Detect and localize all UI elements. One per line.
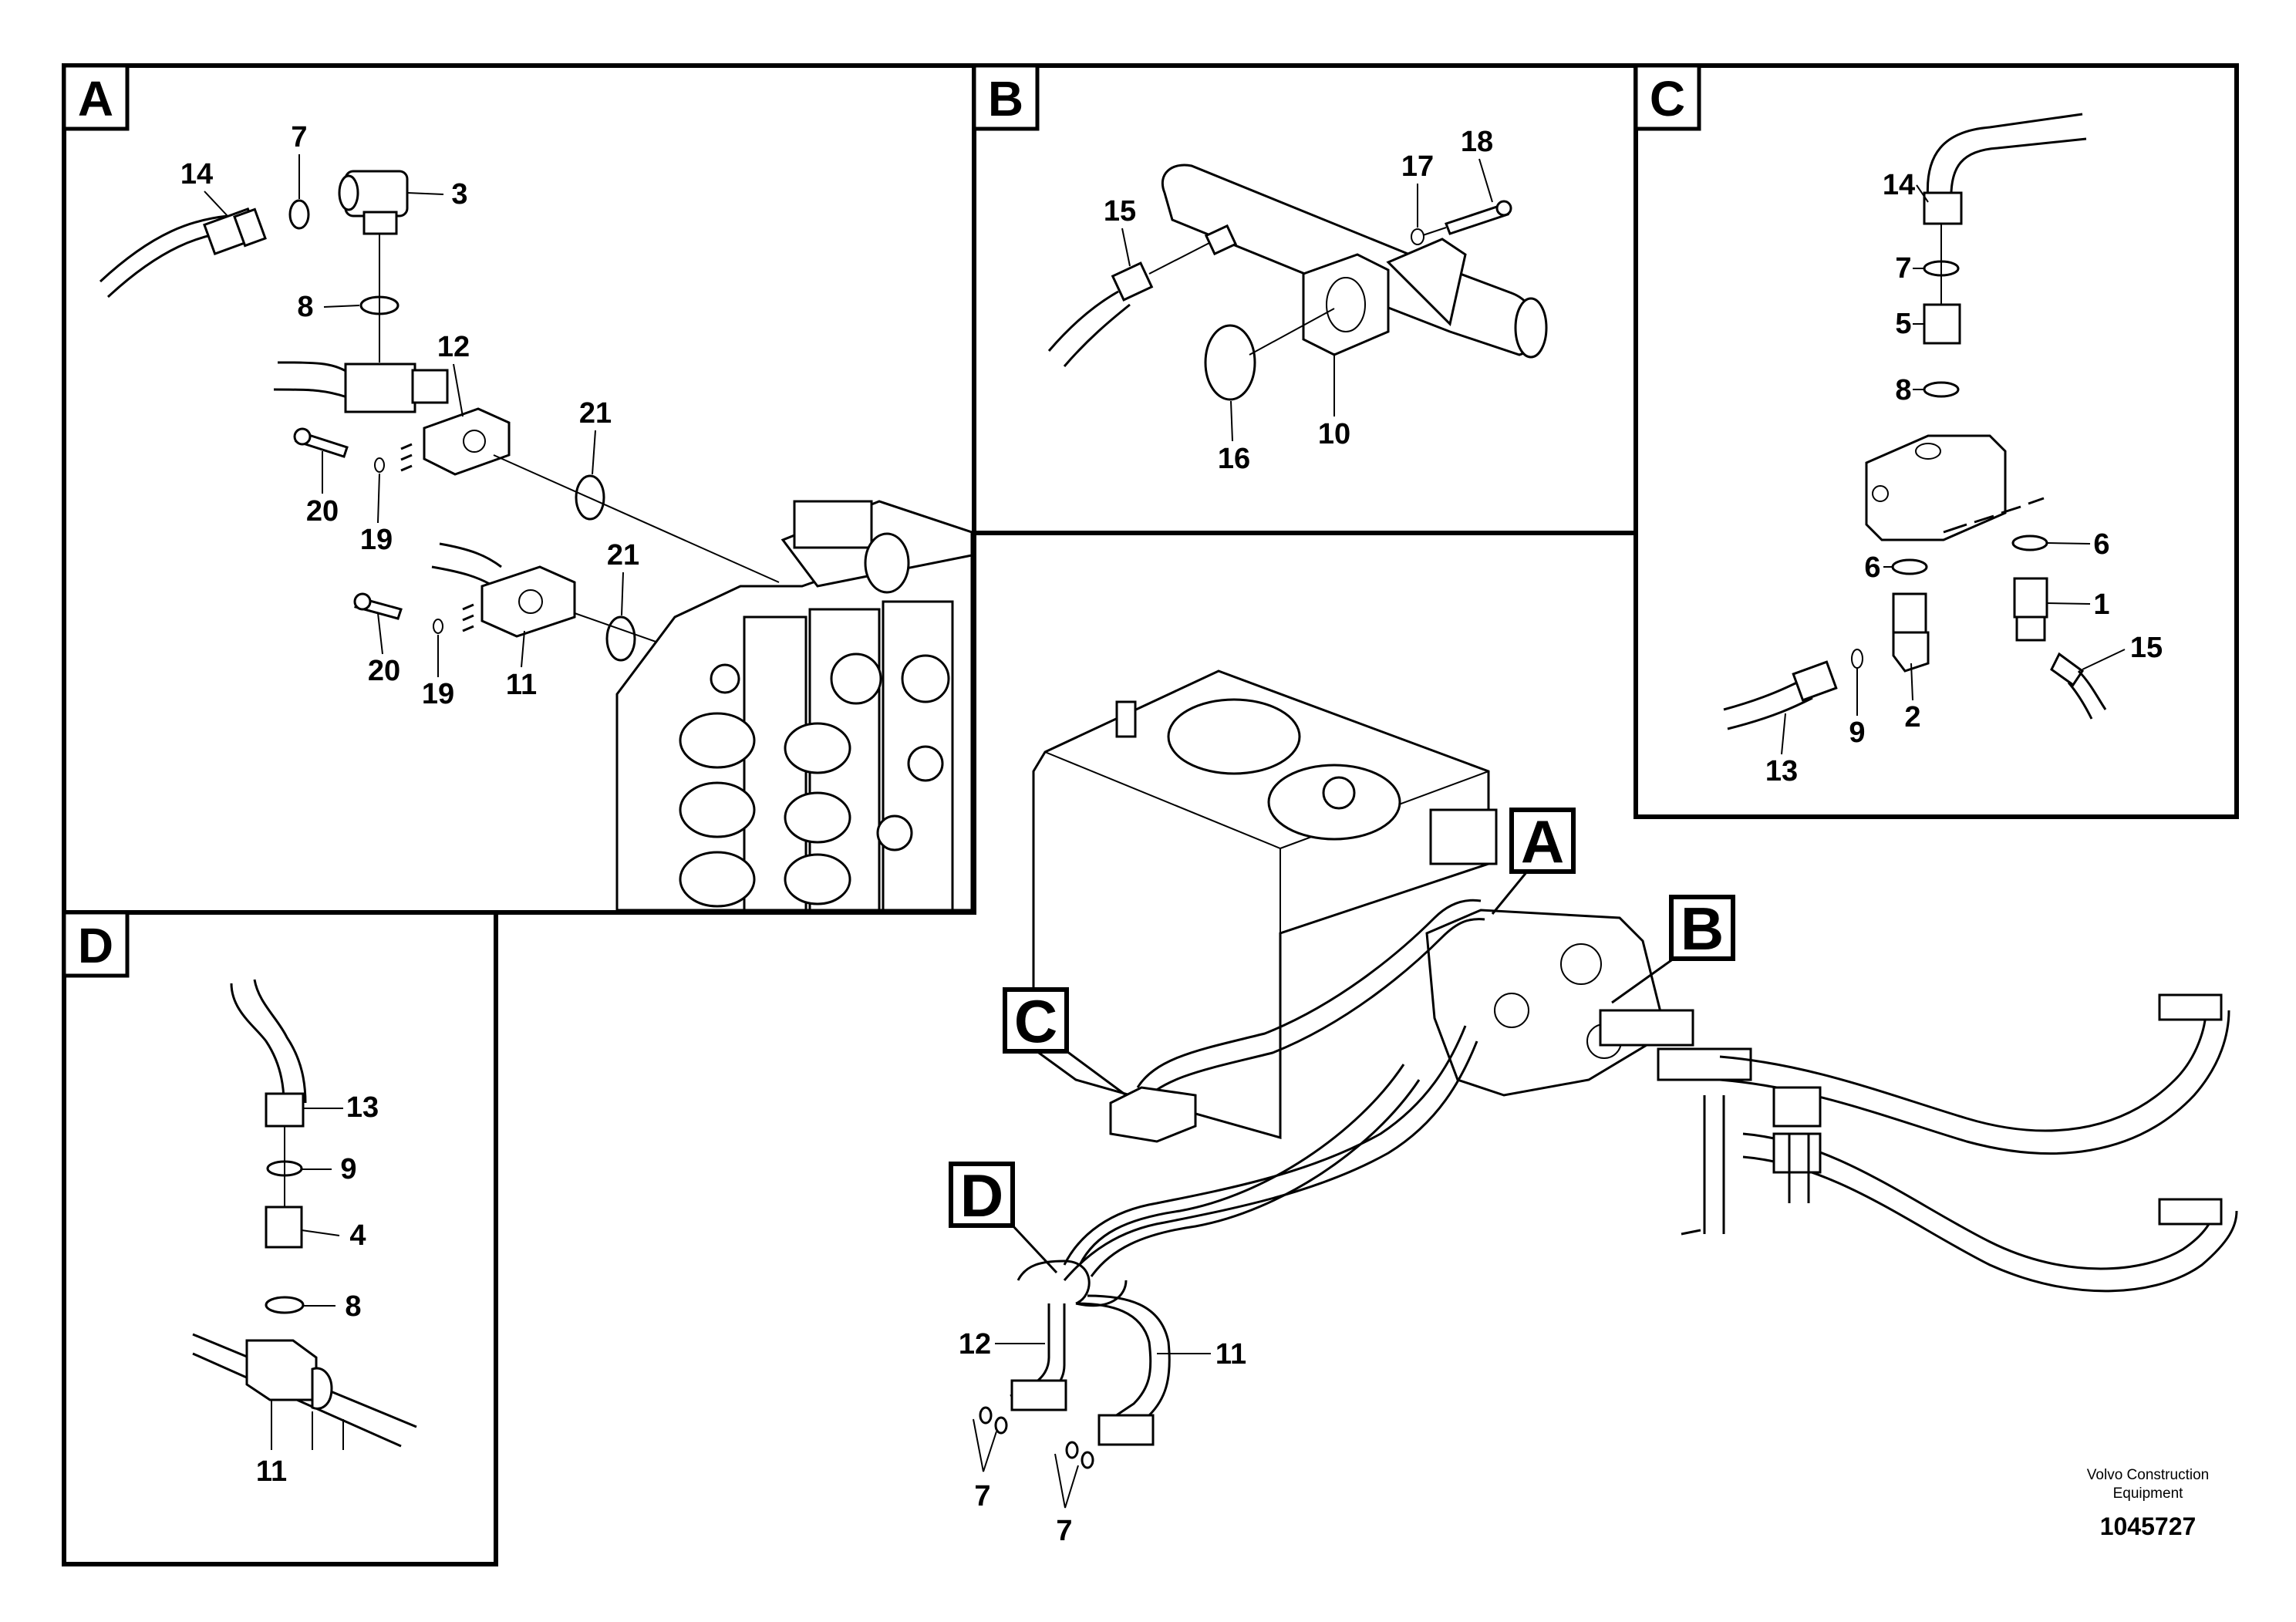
ref-d: D	[960, 1162, 1003, 1229]
panel-c-label: C	[1650, 71, 1685, 126]
ref-b: B	[1681, 895, 1724, 963]
panel-a-label: A	[78, 71, 113, 126]
callout-12: 12	[437, 331, 470, 363]
callout-11: 11	[256, 1455, 287, 1488]
ref-a: A	[1521, 808, 1564, 875]
callout-12: 12	[959, 1328, 991, 1361]
callout-7-left: 7	[974, 1480, 990, 1512]
panel-b: B 17 18 15 16 10	[972, 63, 1638, 535]
company-name-line2: Equipment	[2113, 1485, 2184, 1502]
company-name-line1: Volvo Construction	[2087, 1467, 2209, 1483]
callout-19-lower: 19	[422, 678, 454, 710]
callout-13: 13	[1765, 755, 1798, 787]
callout-21-lower: 21	[607, 539, 639, 572]
callout-2: 2	[1904, 701, 1920, 733]
callout-21-upper: 21	[579, 397, 612, 430]
callout-19-upper: 19	[360, 524, 393, 556]
callout-11: 11	[506, 669, 537, 701]
callout-1: 1	[2093, 588, 2109, 621]
callout-14: 14	[1883, 169, 1915, 201]
ref-c: C	[1014, 987, 1057, 1055]
callout-9: 9	[340, 1153, 356, 1185]
callout-9: 9	[1849, 717, 1865, 749]
callout-8: 8	[345, 1290, 361, 1323]
callout-7: 7	[291, 121, 307, 153]
callout-17: 17	[1401, 150, 1434, 183]
callout-7: 7	[1895, 252, 1911, 285]
callout-8: 8	[1895, 374, 1911, 406]
callout-20-lower: 20	[368, 655, 400, 687]
panel-d: D 13 9 4 8 11	[62, 910, 498, 1566]
callout-6-left: 6	[1864, 551, 1880, 584]
callout-15: 15	[2130, 632, 2163, 664]
overview-assembly: A B C D 12 11 7 7	[949, 669, 2238, 1547]
callout-7-right: 7	[1056, 1515, 1072, 1547]
panel-c: C 14 7 5 8 6 6 1	[1633, 63, 2239, 819]
callout-16: 16	[1218, 443, 1250, 475]
callout-13: 13	[346, 1091, 379, 1124]
callout-11: 11	[1215, 1338, 1246, 1371]
panel-b-label: B	[988, 71, 1023, 126]
callout-20-upper: 20	[306, 495, 339, 528]
callout-14: 14	[180, 158, 213, 191]
callout-4: 4	[349, 1219, 366, 1252]
panel-a: A	[62, 63, 976, 915]
callout-15: 15	[1104, 195, 1136, 228]
control-valve-illustration	[615, 500, 973, 912]
callout-6-right: 6	[2093, 528, 2109, 561]
callout-8: 8	[297, 291, 313, 323]
drawing-number: 1045727	[2100, 1512, 2197, 1540]
callout-3: 3	[451, 178, 467, 211]
callout-18: 18	[1461, 126, 1493, 158]
callout-5: 5	[1895, 308, 1911, 340]
callout-10: 10	[1318, 418, 1350, 450]
panel-d-label: D	[78, 918, 113, 973]
